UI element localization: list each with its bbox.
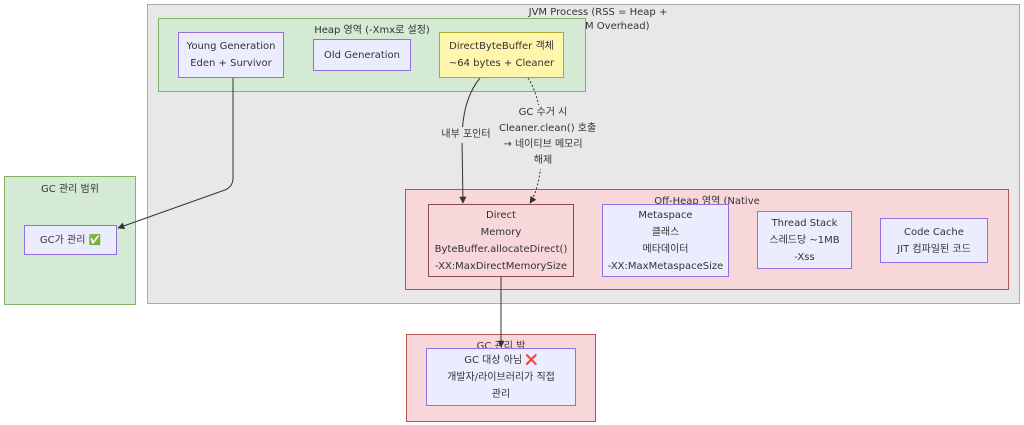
codecache-line2: JIT 컴파일된 코드 xyxy=(897,243,971,255)
direct-line4: -XX:MaxDirectMemorySize xyxy=(435,260,567,272)
edge-young-to-gc-managed xyxy=(117,78,234,230)
metaspace-line3: 메타데이터 xyxy=(642,243,689,255)
node-old-generation: Old Generation xyxy=(313,39,411,71)
edge-label-gc-collect: GC 수거 시 Cleaner.clean() 호출 → 네이티브 메모리 해제 xyxy=(497,105,597,169)
metaspace-line2: 클래스 xyxy=(651,226,680,238)
jvm-title-line1: JVM Process (RSS = Heap + xyxy=(528,7,668,18)
gc-yes-line1: GC가 관리 ✅ xyxy=(39,234,102,246)
direct-line3: ByteBuffer.allocateDirect() xyxy=(434,243,568,255)
jvm-title-line2: M Overhead) xyxy=(585,21,650,32)
gc-no-line2: 개발자/라이브러리가 직접 xyxy=(447,371,555,383)
node-metaspace: Metaspace 클래스 메타데이터 -XX:MaxMetaspaceSize xyxy=(602,204,729,277)
thread-line1: Thread Stack xyxy=(771,217,838,229)
codecache-line1: Code Cache xyxy=(904,226,964,238)
heap-title: Heap 영역 (-Xmx로 설정) xyxy=(314,25,430,36)
node-thread-stack: Thread Stack 스레드당 ~1MB -Xss xyxy=(757,211,852,269)
node-direct-bytebuffer: DirectByteBuffer 객체 ~64 bytes + Cleaner xyxy=(439,32,564,78)
gc-collect-line2: Cleaner.clean() 호출 xyxy=(499,123,597,134)
young-line2: Eden + Survivor xyxy=(190,58,272,69)
metaspace-line1: Metaspace xyxy=(638,209,693,221)
node-young-generation: Young Generation Eden + Survivor xyxy=(178,32,284,78)
offheap-title: Off-Heap 영역 (Native xyxy=(654,196,760,207)
old-line1: Old Generation xyxy=(324,49,400,61)
gc-collect-line1: GC 수거 시 xyxy=(518,107,568,118)
thread-line2: 스레드당 ~1MB xyxy=(769,234,840,246)
gc-no-line1: GC 대상 아님 ❌ xyxy=(464,354,538,366)
internal-pointer-text: 내부 포인터 xyxy=(441,129,491,140)
thread-line3: -Xss xyxy=(794,251,815,263)
node-code-cache: Code Cache JIT 컴파일된 코드 xyxy=(880,218,988,263)
dbb-line2: ~64 bytes + Cleaner xyxy=(448,58,555,69)
gc-collect-line4: 해제 xyxy=(533,155,553,166)
jvm-process-title: JVM Process (RSS = Heap + xyxy=(448,7,748,18)
node-direct-memory: Direct Memory ByteBuffer.allocateDirect(… xyxy=(428,204,574,277)
direct-line1: Direct xyxy=(486,209,516,221)
edge-label-internal-pointer: 내부 포인터 xyxy=(435,127,497,143)
metaspace-line4: -XX:MaxMetaspaceSize xyxy=(607,260,724,272)
young-line1: Young Generation xyxy=(186,41,276,52)
gc-collect-line3: → 네이티브 메모리 xyxy=(503,139,583,150)
jvm-process-title-overflow: M Overhead) xyxy=(585,21,675,32)
dbb-line1: DirectByteBuffer 객체 xyxy=(449,41,554,52)
node-gc-managed: GC가 관리 ✅ xyxy=(24,225,117,255)
direct-line2: Memory xyxy=(480,226,522,238)
node-gc-not-target: GC 대상 아님 ❌ 개발자/라이브러리가 직접 관리 xyxy=(426,348,576,406)
gc-managed-title: GC 관리 범위 xyxy=(41,184,99,195)
gc-no-line3: 관리 xyxy=(491,388,511,400)
